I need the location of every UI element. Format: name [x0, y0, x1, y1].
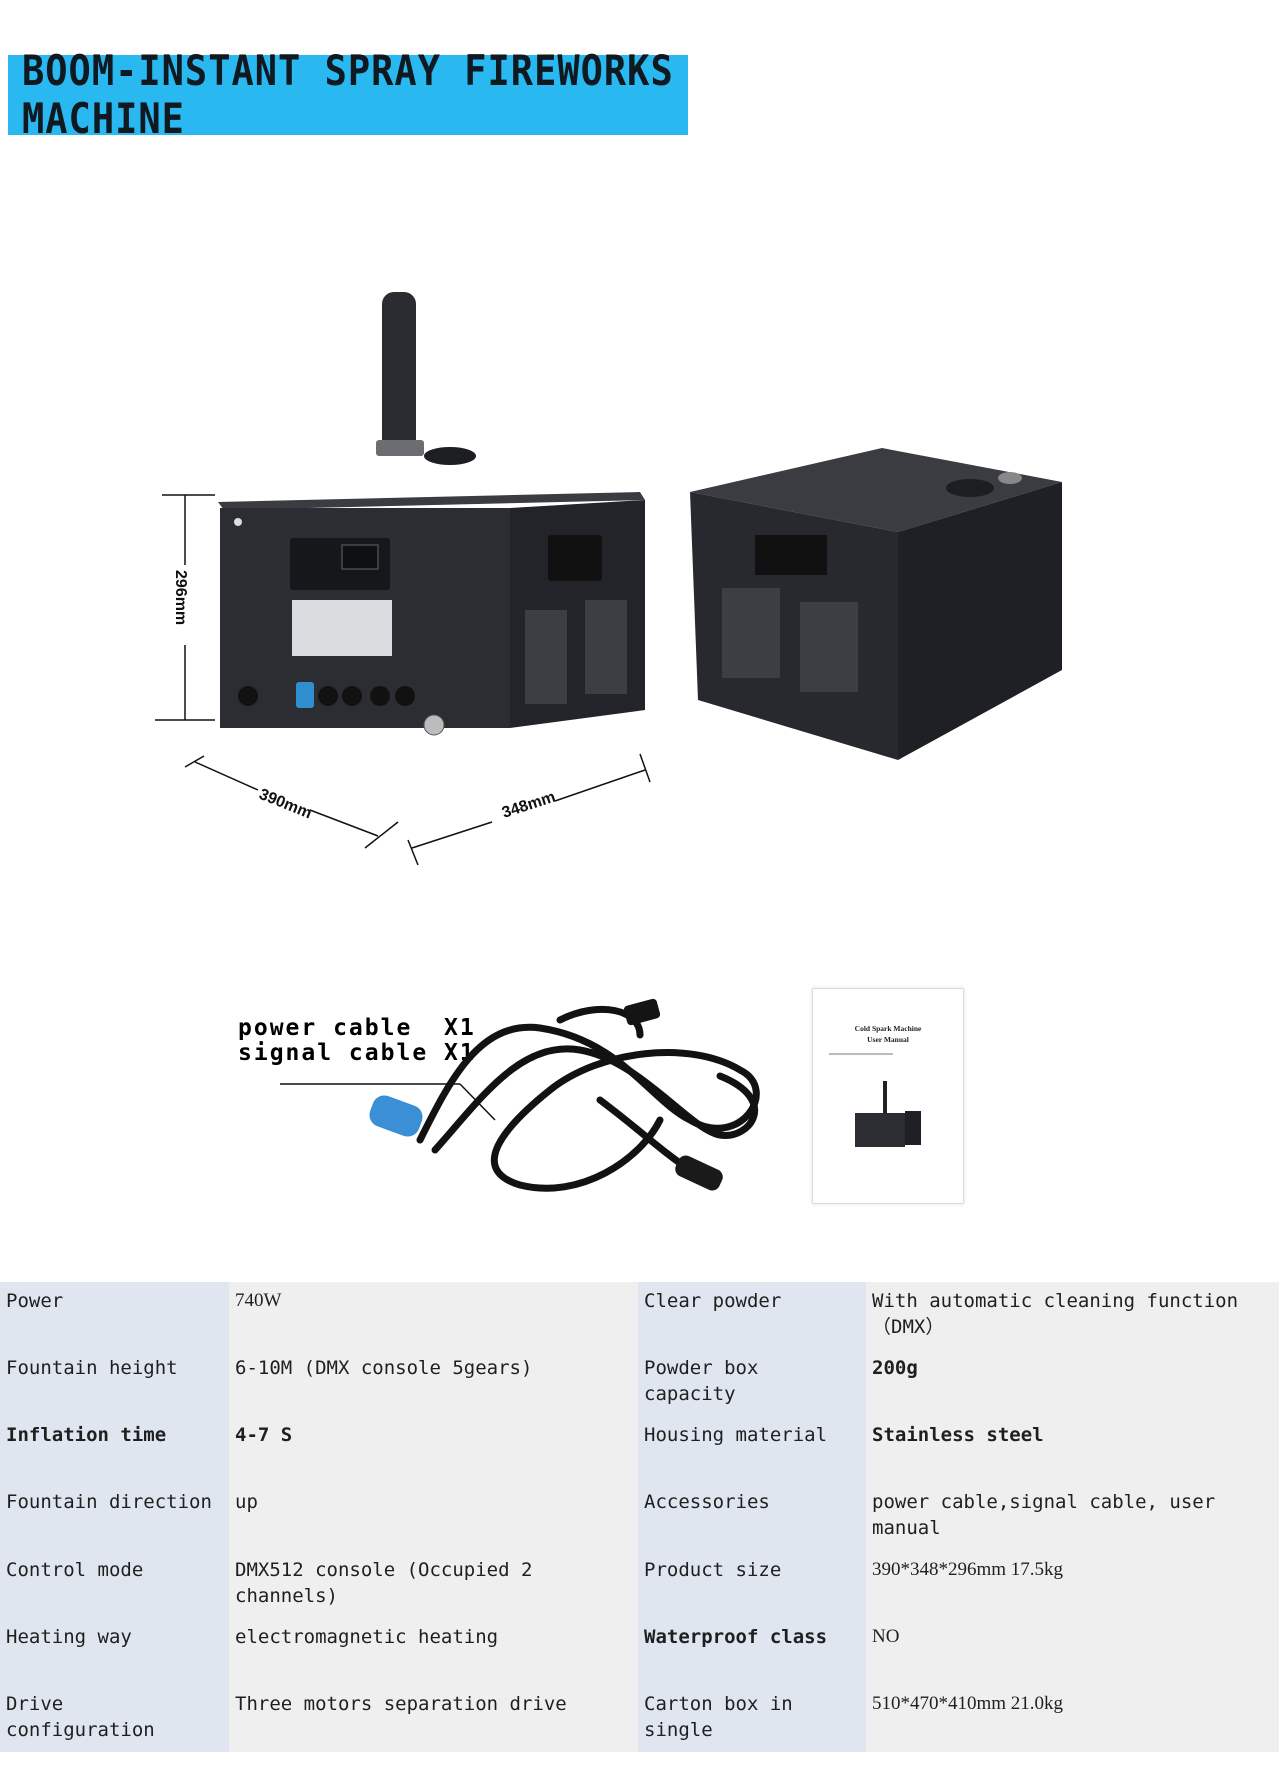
cables-illustration — [280, 998, 760, 1192]
spec-value: NO — [866, 1617, 1279, 1685]
product-illustration: 296mm — [155, 292, 1062, 866]
cable-label-line2: signal cable X1 — [238, 1040, 476, 1066]
spec-value: up — [229, 1483, 638, 1551]
table-row: Power 740W Clear powder With automatic c… — [0, 1282, 1279, 1350]
spec-value: DMX512 console (Occupied 2 channels) — [229, 1550, 638, 1618]
table-row: Fountain direction up Accessories power … — [0, 1483, 1279, 1551]
width-dimension: 390mm — [184, 755, 399, 849]
spec-value: 390*348*296mm 17.5kg — [866, 1550, 1279, 1618]
spec-label: Heating way — [0, 1617, 229, 1685]
spec-value: 200g — [866, 1349, 1279, 1417]
spec-value: electromagnetic heating — [229, 1617, 638, 1685]
height-label: 296mm — [172, 570, 189, 625]
spec-table: Power 740W Clear powder With automatic c… — [0, 1282, 1279, 1752]
spec-value: power cable,signal cable, user manual — [866, 1483, 1279, 1551]
spec-label: Waterproof class — [638, 1617, 866, 1685]
spec-value: 740W — [229, 1282, 638, 1350]
spec-value: With automatic cleaning function（DMX） — [866, 1282, 1279, 1350]
manual-divider — [829, 1053, 893, 1055]
manual-title-line2: User Manual — [867, 1035, 909, 1044]
height-dimension: 296mm — [155, 494, 215, 721]
width-label: 390mm — [257, 786, 315, 822]
product-photo-area: 296mm — [0, 270, 1279, 870]
table-row: Inflation time 4-7 S Housing material St… — [0, 1416, 1279, 1484]
spec-label: Carton box in single — [638, 1684, 866, 1752]
spec-label: Drive configuration — [0, 1684, 229, 1752]
bottom-margin — [0, 1752, 1279, 1782]
spec-label: Power — [0, 1282, 229, 1350]
user-manual-image: Cold Spark Machine User Manual — [812, 988, 964, 1204]
table-row: Fountain height 6-10M (DMX console 5gear… — [0, 1349, 1279, 1417]
page-title: BOOM-INSTANT SPRAY FIREWORKS MACHINE — [22, 46, 674, 144]
spec-value: Three motors separation drive — [229, 1684, 638, 1752]
table-row: Control mode DMX512 console (Occupied 2 … — [0, 1550, 1279, 1618]
spec-value: 4-7 S — [229, 1416, 638, 1484]
spec-label: Inflation time — [0, 1416, 229, 1484]
accessories-area: power cable X1 signal cable X1 Cold Spar… — [220, 980, 980, 1210]
depth-label: 348mm — [500, 789, 558, 822]
spec-label: Fountain direction — [0, 1483, 229, 1551]
table-row: Drive configuration Three motors separat… — [0, 1684, 1279, 1752]
spec-label: Powder box capacity — [638, 1349, 866, 1417]
title-banner: BOOM-INSTANT SPRAY FIREWORKS MACHINE — [8, 47, 688, 143]
spec-label: Fountain height — [0, 1349, 229, 1417]
cable-label-line1: power cable X1 — [238, 1015, 476, 1041]
depth-dimension: 348mm — [407, 753, 651, 866]
spec-value: 510*470*410mm 21.0kg — [866, 1684, 1279, 1752]
spec-label: Accessories — [638, 1483, 866, 1551]
cable-label: power cable X1 signal cable X1 — [238, 1016, 476, 1066]
machine-rear — [690, 448, 1062, 760]
manual-title: Cold Spark Machine User Manual — [813, 1023, 963, 1045]
spec-label: Control mode — [0, 1550, 229, 1618]
manual-machine-thumbnail — [855, 1081, 921, 1147]
spec-label: Product size — [638, 1550, 866, 1618]
table-row: Heating way electromagnetic heating Wate… — [0, 1617, 1279, 1685]
spec-value: Stainless steel — [866, 1416, 1279, 1484]
spec-label: Clear powder — [638, 1282, 866, 1350]
machine-front — [218, 292, 645, 736]
spec-value: 6-10M (DMX console 5gears) — [229, 1349, 638, 1417]
manual-title-line1: Cold Spark Machine — [854, 1024, 922, 1033]
spec-label: Housing material — [638, 1416, 866, 1484]
